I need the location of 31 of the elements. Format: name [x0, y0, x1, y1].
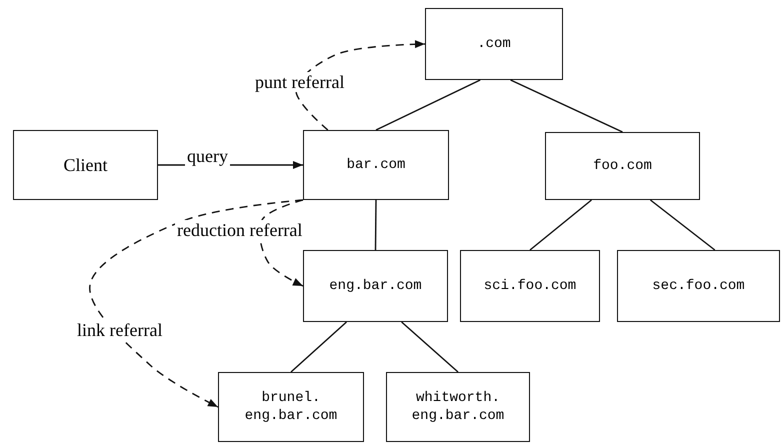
domain-box: [425, 8, 563, 80]
tree-line: [290, 321, 347, 373]
edge-label: link referral: [75, 320, 164, 340]
node-text: sec.foo.com: [651, 277, 746, 295]
tree-line: [376, 79, 480, 131]
node-text: foo.com: [592, 157, 653, 175]
node-text: .com: [476, 35, 512, 53]
domain-box: [303, 130, 449, 200]
edge-label: reduction referral: [175, 220, 304, 240]
node-text: Client: [62, 156, 108, 174]
node-text: sci.foo.com: [482, 277, 578, 295]
domain-box: [545, 132, 700, 200]
domain-box: [386, 372, 530, 442]
dashed-arrow: [258, 199, 304, 287]
dashed-arrow: [295, 40, 426, 131]
tree-line: [401, 321, 458, 373]
edge-label: punt referral: [253, 72, 346, 92]
domain-box: [218, 372, 364, 442]
node-text: whitworth. eng.bar.com: [410, 389, 506, 425]
dashed-arrow: [89, 199, 304, 408]
tree-line: [530, 199, 592, 251]
node-text: brunel. eng.bar.com: [244, 389, 338, 425]
tree-line: [374, 200, 377, 250]
domain-box: [303, 250, 448, 322]
node-text: eng.bar.com: [328, 277, 423, 295]
client-box: [13, 130, 158, 200]
node-text: bar.com: [346, 156, 406, 174]
domain-box: [460, 250, 600, 322]
domain-box: [617, 250, 780, 322]
tree-line: [650, 199, 716, 251]
tree-line: [510, 79, 623, 133]
